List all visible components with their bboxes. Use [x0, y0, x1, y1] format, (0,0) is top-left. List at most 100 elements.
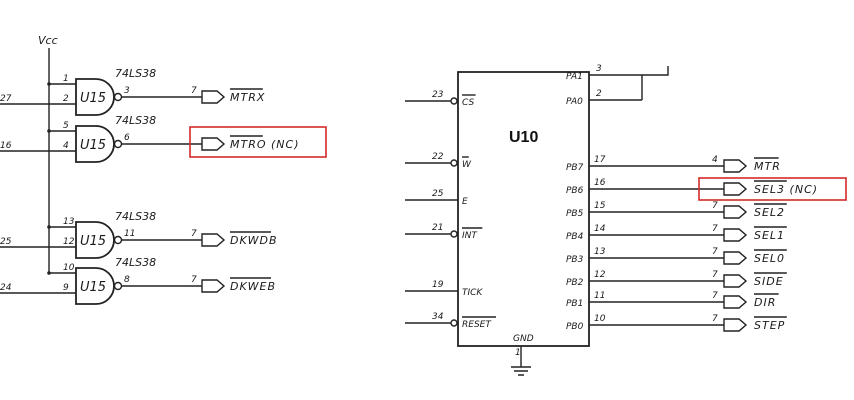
pin-name: PB0 — [566, 322, 584, 332]
junction-dot — [47, 225, 51, 229]
inversion-bubble — [113, 139, 123, 149]
pin-number: 9 — [63, 283, 69, 293]
pin-number: 3 — [124, 86, 130, 96]
dest-pin-number: 4 — [712, 155, 718, 165]
pin-number: 14 — [594, 224, 606, 234]
pin-number: 17 — [594, 155, 606, 165]
dest-pin-number: 7 — [712, 247, 718, 257]
pin-number: 13 — [594, 247, 606, 257]
gate-ref-label: U15 — [80, 138, 106, 153]
pin-number: 10 — [594, 314, 606, 324]
pin-number: 13 — [63, 217, 75, 227]
nand-gate-body — [75, 267, 115, 305]
signal-label: MTRX — [230, 91, 265, 104]
u10-chip-body — [457, 71, 590, 347]
pin-number: 12 — [594, 270, 606, 280]
chip-left-pin-2: 25E — [405, 189, 468, 207]
ground-symbol — [511, 366, 531, 376]
signal-label: DKWEB — [230, 280, 276, 293]
inversion-bubble — [113, 92, 123, 102]
pin-number: 34 — [432, 312, 444, 322]
inversion-bubble — [450, 230, 458, 238]
highlight-box — [698, 177, 847, 201]
signal-label: SEL2 — [754, 206, 785, 219]
dest-pin-number: 7 — [712, 270, 718, 280]
pin-name: RESET — [462, 320, 492, 330]
gate-part-label: 74LS38 — [115, 210, 156, 223]
off-page-connector — [723, 182, 748, 196]
gate-part-label: 74LS38 — [115, 256, 156, 269]
signal-label: STEP — [754, 319, 785, 332]
pin-name: PB7 — [566, 163, 584, 173]
pin-name: TICK — [462, 288, 483, 298]
dest-pin-number: 7 — [712, 291, 718, 301]
pin-name: W — [462, 160, 472, 170]
pin-number: 8 — [124, 275, 130, 285]
pin-name: PB2 — [566, 278, 584, 288]
pin-number: 19 — [432, 280, 444, 290]
pin-name: PB6 — [566, 186, 584, 196]
pin-number: 4 — [63, 141, 69, 151]
pin-number: 16 — [594, 178, 606, 188]
dest-pin-number: 7 — [712, 314, 718, 324]
pin-number: 5 — [63, 121, 69, 131]
pin-name: CS — [462, 98, 474, 108]
pin-number: 15 — [594, 201, 606, 211]
ext-pin-number: 27 — [0, 94, 12, 104]
gate-ref-label: U15 — [80, 91, 106, 106]
junction-dot — [47, 271, 51, 275]
pin-name: PB5 — [566, 209, 584, 219]
signal-label: MTR — [754, 160, 781, 173]
nand-gate-body — [75, 78, 115, 116]
pa-link-wire — [641, 66, 669, 100]
off-page-connector — [201, 279, 226, 293]
chip-ref-label: U10 — [509, 129, 538, 146]
pin-name: PA1 — [566, 72, 583, 82]
highlight-box — [189, 126, 327, 158]
pin-number: 10 — [63, 263, 75, 273]
pin-name: PB1 — [566, 299, 583, 309]
off-page-connector — [201, 233, 226, 247]
signal-label: SEL0 — [754, 252, 785, 265]
pin-number: 7 — [191, 275, 197, 285]
off-page-connector — [723, 295, 748, 309]
inversion-bubble — [113, 281, 123, 291]
ext-pin-number: 24 — [0, 283, 12, 293]
pin-number: 25 — [432, 189, 444, 199]
signal-label: DIR — [754, 296, 776, 309]
ext-pin-number: 16 — [0, 141, 12, 151]
signal-label: SIDE — [754, 275, 784, 288]
signal-label: SEL3 (NC) — [754, 183, 818, 196]
pin-number: 7 — [191, 86, 197, 96]
vcc-label: Vcc — [38, 34, 58, 47]
pin-number: 23 — [432, 90, 444, 100]
gate-part-label: 74LS38 — [115, 114, 156, 127]
junction-dot — [47, 129, 51, 133]
off-page-connector — [723, 251, 748, 265]
pin-name: PA0 — [566, 97, 583, 107]
pin-number: 22 — [432, 152, 444, 162]
signal-label: SEL1 — [754, 229, 785, 242]
dest-pin-number: 7 — [712, 224, 718, 234]
off-page-connector — [723, 159, 748, 173]
